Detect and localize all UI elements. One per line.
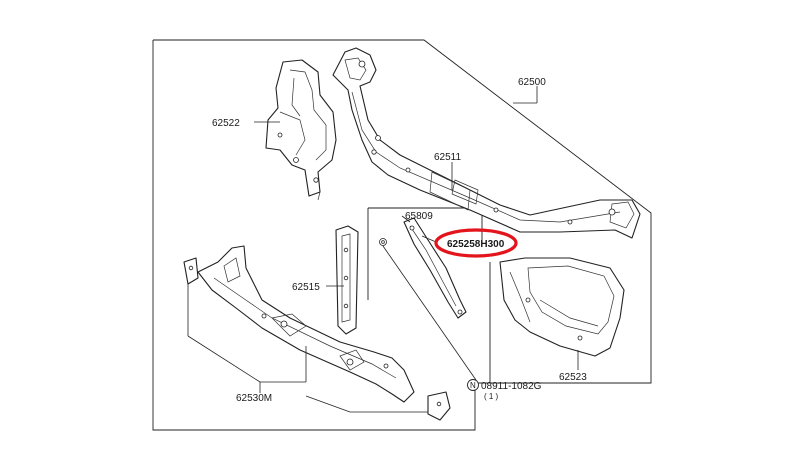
bolt-08911[interactable] xyxy=(379,238,387,246)
label-62500: 62500 xyxy=(518,77,546,88)
part-62523[interactable] xyxy=(499,257,625,357)
label-62511: 62511 xyxy=(434,152,462,163)
label-08911: 08911-1082G xyxy=(481,381,542,392)
part-62530M[interactable] xyxy=(183,245,451,421)
part-62522[interactable] xyxy=(265,59,337,201)
part-65809[interactable] xyxy=(403,217,467,319)
highlight-ellipse xyxy=(434,228,518,258)
label-qty: ( 1 ) xyxy=(484,392,499,401)
callout-08911: N 08911-1082G ( 1 ) xyxy=(467,379,542,401)
label-62530M: 62530M xyxy=(236,393,272,404)
leader-lines xyxy=(187,86,579,413)
label-625258H300: 625258H300 xyxy=(447,239,505,250)
label-65809: 65809 xyxy=(405,211,433,222)
label-62522: 62522 xyxy=(212,118,240,129)
n-symbol-circle xyxy=(467,379,479,391)
label-62515: 62515 xyxy=(292,282,320,293)
part-62511[interactable] xyxy=(332,47,641,239)
n-symbol-letter: N xyxy=(470,381,476,390)
label-62523: 62523 xyxy=(559,372,587,383)
assembly-frame xyxy=(152,39,652,431)
part-62515[interactable] xyxy=(335,225,359,335)
